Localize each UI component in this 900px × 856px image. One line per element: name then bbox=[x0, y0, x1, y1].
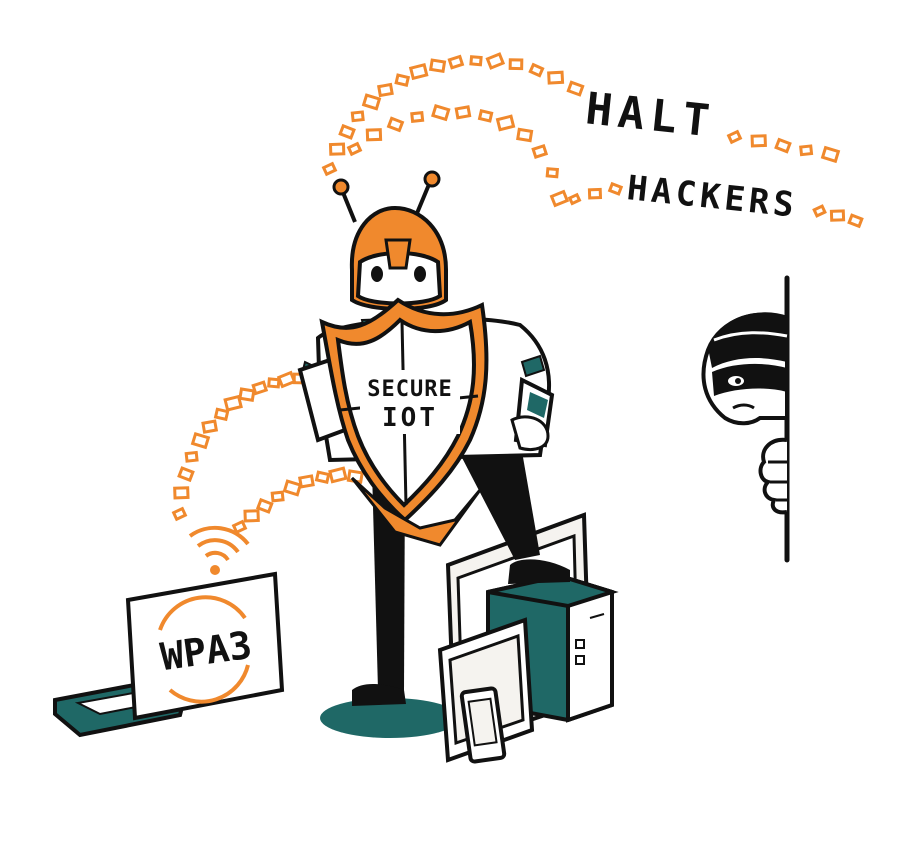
data-packet bbox=[516, 127, 534, 143]
data-packet bbox=[361, 93, 382, 111]
data-packet bbox=[549, 189, 570, 208]
data-packet bbox=[255, 497, 274, 514]
wpa3-ring bbox=[158, 595, 250, 704]
data-packet bbox=[485, 52, 506, 70]
data-packet bbox=[350, 110, 365, 123]
data-packet bbox=[231, 519, 248, 535]
data-packet bbox=[477, 109, 494, 123]
data-stream-tail-hackers bbox=[567, 181, 864, 229]
robot-mascot: SECURE IOT bbox=[297, 170, 570, 706]
data-packet bbox=[567, 192, 582, 206]
data-packet bbox=[377, 82, 394, 98]
data-packet bbox=[829, 209, 846, 222]
data-packet bbox=[799, 144, 814, 157]
data-packet bbox=[270, 490, 285, 503]
data-packet bbox=[386, 116, 405, 133]
data-packet bbox=[321, 161, 338, 177]
data-packet bbox=[298, 474, 315, 489]
data-packet bbox=[469, 55, 483, 67]
data-packet bbox=[267, 377, 281, 389]
shield-icon: SECURE IOT bbox=[319, 297, 489, 523]
data-packet bbox=[428, 58, 447, 74]
data-stream-lower-outer bbox=[171, 370, 308, 522]
data-packet bbox=[171, 506, 188, 522]
data-packet bbox=[726, 129, 743, 145]
data-packet bbox=[394, 73, 411, 87]
data-packet bbox=[750, 134, 767, 148]
data-packet bbox=[531, 143, 549, 160]
data-packet bbox=[365, 128, 383, 142]
data-stream-upper-outer bbox=[321, 52, 585, 177]
data-packet bbox=[408, 62, 429, 81]
data-packet bbox=[282, 479, 303, 497]
data-packet bbox=[213, 407, 230, 422]
data-packet bbox=[410, 111, 425, 123]
ground-shadow bbox=[320, 698, 460, 738]
data-packet bbox=[547, 70, 565, 85]
data-packet bbox=[566, 80, 585, 97]
data-packet bbox=[508, 58, 524, 71]
data-packet bbox=[201, 419, 219, 434]
data-packet bbox=[812, 204, 827, 218]
data-packet bbox=[314, 470, 331, 485]
laptop-icon: WPA3 bbox=[53, 571, 285, 738]
data-stream-lower-inner bbox=[231, 466, 364, 535]
data-packet bbox=[447, 54, 465, 70]
data-packet bbox=[587, 187, 603, 200]
banner-hackers: HACKERS bbox=[625, 168, 800, 226]
shield-text-iot: IOT bbox=[382, 403, 438, 433]
data-packet bbox=[847, 213, 864, 229]
data-packet bbox=[173, 486, 190, 500]
data-packet bbox=[223, 394, 243, 412]
data-packet bbox=[820, 145, 841, 164]
data-packet bbox=[454, 105, 472, 120]
banner-halt: HALT bbox=[583, 83, 718, 147]
data-packet bbox=[607, 181, 624, 196]
data-packet bbox=[177, 466, 195, 483]
masked-hacker bbox=[701, 275, 790, 563]
data-packet bbox=[184, 450, 199, 463]
data-packet bbox=[238, 387, 256, 402]
data-packet bbox=[495, 114, 516, 132]
shield-text-secure: SECURE bbox=[367, 377, 452, 402]
data-packet bbox=[328, 142, 346, 156]
data-packet bbox=[276, 370, 297, 389]
data-stream-tail-halt bbox=[726, 129, 841, 164]
data-packet bbox=[774, 137, 792, 154]
data-packet bbox=[346, 141, 363, 157]
data-packet bbox=[338, 123, 356, 140]
wifi-signal-icon bbox=[188, 525, 250, 575]
data-packet bbox=[431, 103, 451, 122]
data-packet bbox=[545, 167, 560, 179]
data-stream-upper-inner bbox=[346, 103, 570, 208]
data-packet bbox=[190, 431, 211, 450]
data-packet bbox=[251, 380, 269, 396]
data-packet bbox=[243, 509, 260, 523]
data-packet bbox=[528, 62, 545, 78]
data-packet bbox=[328, 466, 348, 484]
